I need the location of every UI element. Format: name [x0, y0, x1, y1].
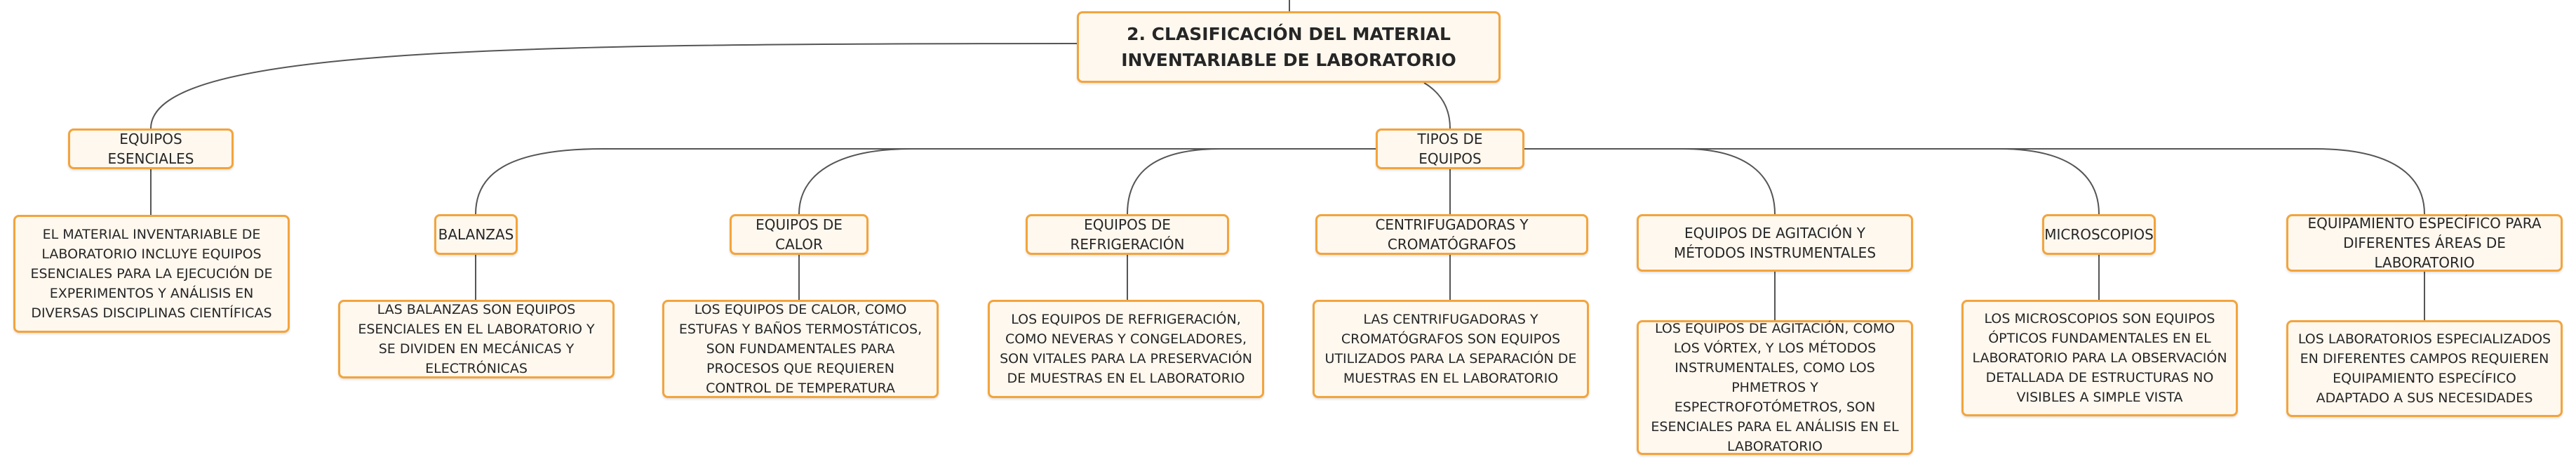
root-node-label: 2. Clasificación del material inventaria…: [1121, 24, 1456, 70]
type-node-equipos-de-calor[interactable]: Equipos de calor: [730, 214, 868, 255]
type-node-microscopios[interactable]: Microscopios: [2042, 214, 2156, 255]
description-node-centrifugadoras[interactable]: Las centrifugadoras y cromatógrafos son …: [1313, 300, 1589, 398]
description-text: Los equipos de agitación, como los vórte…: [1651, 321, 1899, 454]
essentials-description-node[interactable]: El material inventariable de laboratorio…: [13, 215, 290, 333]
edge-types-balanzas: [475, 148, 1376, 215]
description-text: Las centrifugadoras y cromatógrafos son …: [1324, 312, 1577, 386]
type-node-label: Equipamiento específico para diferentes …: [2307, 215, 2542, 271]
type-node-label: Balanzas: [438, 226, 514, 243]
description-node-microscopios[interactable]: Los microscopios son equipos ópticos fun…: [1961, 300, 2238, 416]
essentials-description-text: El material inventariable de laboratorio…: [30, 227, 273, 321]
edge-root-types: [1423, 82, 1451, 129]
types-node[interactable]: Tipos de equipos: [1376, 128, 1524, 169]
essentials-node-label: Equipos esenciales: [107, 131, 194, 167]
description-node-agitacion[interactable]: Los equipos de agitación, como los vórte…: [1637, 320, 1913, 455]
types-node-label: Tipos de equipos: [1417, 131, 1483, 167]
type-node-equipamiento-especifico[interactable]: Equipamiento específico para diferentes …: [2286, 214, 2563, 272]
type-node-centrifugadoras[interactable]: Centrifugadoras y cromatógrafos: [1315, 214, 1588, 255]
description-text: Los microscopios son equipos ópticos fun…: [1972, 311, 2227, 405]
description-node-equipos-de-calor[interactable]: Los equipos de calor, como estufas y bañ…: [662, 300, 939, 398]
edge-types-microscopios: [1524, 148, 2100, 215]
type-node-label: Microscopios: [2044, 226, 2154, 243]
type-node-label: Equipos de agitación y métodos instrumen…: [1673, 225, 1877, 261]
edge-types-refrigeracion: [1127, 148, 1376, 215]
description-text: Las balanzas son equipos esenciales en e…: [358, 302, 595, 376]
root-node[interactable]: 2. Clasificación del material inventaria…: [1077, 11, 1501, 83]
description-text: Los laboratorios especializados en difer…: [2297, 331, 2551, 406]
type-node-label: Equipos de calor: [756, 216, 843, 253]
description-node-equipos-de-refrigeracion[interactable]: Los equipos de refrigeración, como never…: [988, 300, 1264, 398]
edge-types-equipamiento: [1524, 148, 2425, 215]
description-node-balanzas[interactable]: Las balanzas son equipos esenciales en e…: [338, 300, 615, 378]
type-node-equipos-de-refrigeracion[interactable]: Equipos de refrigeración: [1026, 214, 1229, 255]
edge-types-calor: [798, 148, 1376, 215]
type-node-label: Centrifugadoras y cromatógrafos: [1375, 216, 1529, 253]
essentials-node[interactable]: Equipos esenciales: [68, 128, 234, 169]
description-node-equipamiento-especifico[interactable]: Los laboratorios especializados en difer…: [2286, 320, 2563, 417]
description-text: Los equipos de refrigeración, como never…: [1000, 312, 1252, 386]
edge-root-essentials: [150, 43, 1078, 129]
type-node-label: Equipos de refrigeración: [1070, 216, 1185, 253]
description-text: Los equipos de calor, como estufas y bañ…: [678, 302, 923, 396]
type-node-agitacion[interactable]: Equipos de agitación y métodos instrumen…: [1637, 214, 1913, 272]
edge-types-agitacion: [1524, 148, 1776, 215]
type-node-balanzas[interactable]: Balanzas: [434, 214, 518, 255]
